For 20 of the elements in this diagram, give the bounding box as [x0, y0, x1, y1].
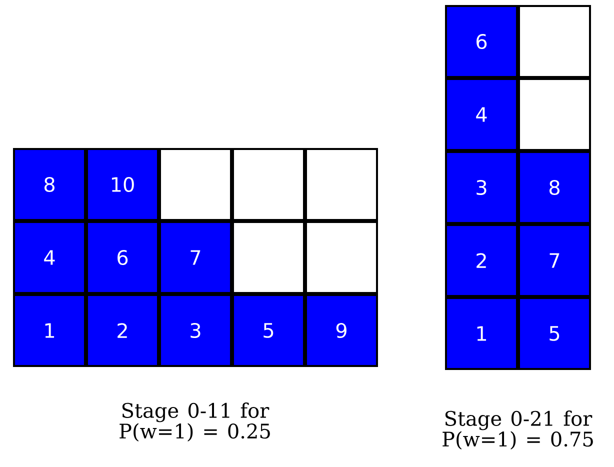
number-cell: 3: [159, 294, 232, 367]
number-cell: 5: [232, 294, 305, 367]
number-cell: 5: [518, 297, 591, 370]
caption: Stage 0-21 for P(w=1) = 0.75: [442, 410, 593, 450]
number-cell: 4: [13, 221, 86, 294]
number-cell: 1: [13, 294, 86, 367]
number-cell: 2: [86, 294, 159, 367]
number-cell: 9: [305, 294, 378, 367]
number-cell: 1: [445, 297, 518, 370]
number-cell: 3: [445, 151, 518, 224]
number-cell: 4: [445, 78, 518, 151]
number-cell: 6: [86, 221, 159, 294]
caption: Stage 0-11 for P(w=1) = 0.25: [120, 402, 270, 442]
number-cell: 8: [518, 151, 591, 224]
number-cell: 8: [13, 148, 86, 221]
number-cell: 7: [159, 221, 232, 294]
number-cell: 10: [86, 148, 159, 221]
number-cell: 2: [445, 224, 518, 297]
number-cell: 6: [445, 5, 518, 78]
number-cell: 7: [518, 224, 591, 297]
